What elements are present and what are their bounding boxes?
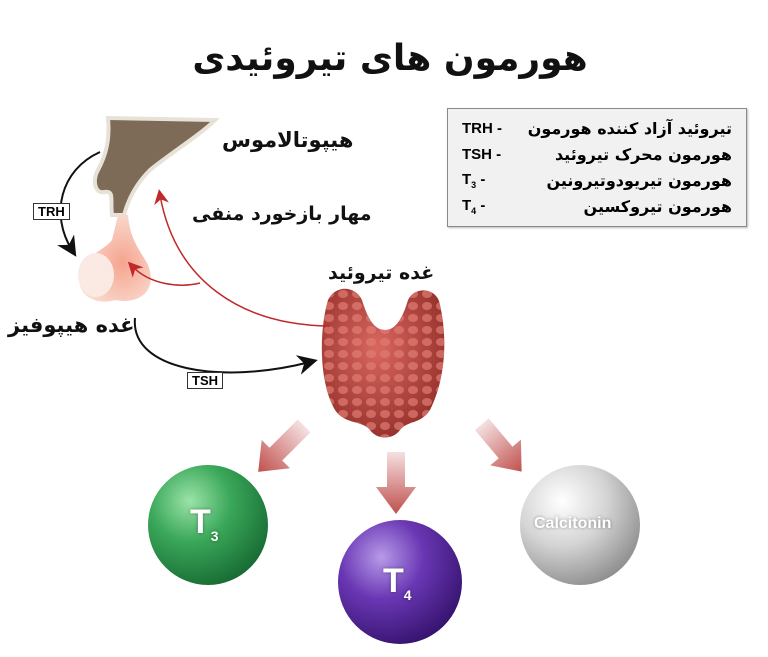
trh-arrow bbox=[57, 151, 101, 257]
legend-abbr: T bbox=[462, 196, 472, 214]
legend-abbr: TSH bbox=[462, 145, 492, 163]
legend-row: TSH -هورمون محرک تیروئید bbox=[462, 144, 732, 164]
label-hypothalamus: هیپوتالاموس bbox=[222, 128, 354, 152]
tsh-arrow bbox=[133, 317, 318, 375]
t3-sub: 3 bbox=[210, 527, 219, 544]
tsh-tag: TSH bbox=[187, 372, 223, 389]
legend-row: T4 -هورمون تیروکسین bbox=[462, 196, 732, 216]
t3-main: T bbox=[190, 503, 211, 541]
calcitonin-label: Calcitonin bbox=[534, 515, 612, 532]
legend-desc: هورمون محرک تیروئید bbox=[554, 144, 732, 164]
t4-sub: 4 bbox=[403, 586, 412, 603]
legend-sub: 3 bbox=[471, 179, 477, 190]
thyroid-gland-illustration bbox=[321, 288, 445, 438]
t3-label: T3 bbox=[190, 503, 219, 544]
legend-abbr: T bbox=[462, 170, 472, 188]
legend-row: T3 -هورمون تیریودوتیرونین bbox=[462, 170, 732, 190]
arrow-to-calcitonin bbox=[474, 418, 522, 472]
pituitary-illustration bbox=[78, 215, 151, 302]
arrow-to-t4 bbox=[376, 452, 416, 514]
t3-sphere bbox=[148, 465, 268, 585]
legend-sub: 4 bbox=[471, 205, 477, 216]
page-title: هورمون های تیروئیدی bbox=[192, 38, 588, 79]
label-pituitary: غده هیپوفیز bbox=[8, 313, 135, 337]
legend-abbr: TRH bbox=[462, 119, 493, 137]
t4-main: T bbox=[383, 562, 404, 600]
feedback-arrow-pituitary bbox=[127, 261, 201, 286]
legend-desc: تیروئید آزاد کننده هورمون bbox=[527, 118, 732, 138]
legend-desc: هورمون تیریودوتیرونین bbox=[546, 170, 732, 190]
hypothalamus-illustration bbox=[92, 115, 220, 217]
legend-row: TRH -تیروئید آزاد کننده هورمون bbox=[462, 118, 732, 138]
t4-label: T4 bbox=[383, 562, 412, 603]
feedback-arrow-hypothalamus bbox=[154, 189, 331, 327]
calcitonin-sphere bbox=[520, 465, 640, 585]
legend-box: TRH -تیروئید آزاد کننده هورمون TSH -هورم… bbox=[447, 108, 747, 227]
legend-desc: هورمون تیروکسین bbox=[583, 196, 732, 216]
trh-tag: TRH bbox=[33, 203, 70, 220]
arrow-to-t3 bbox=[258, 419, 311, 472]
label-thyroid: غده تیروئید bbox=[328, 262, 435, 284]
t4-sphere bbox=[338, 520, 462, 644]
label-negative-feedback: مهار بازخورد منفی bbox=[192, 203, 372, 225]
